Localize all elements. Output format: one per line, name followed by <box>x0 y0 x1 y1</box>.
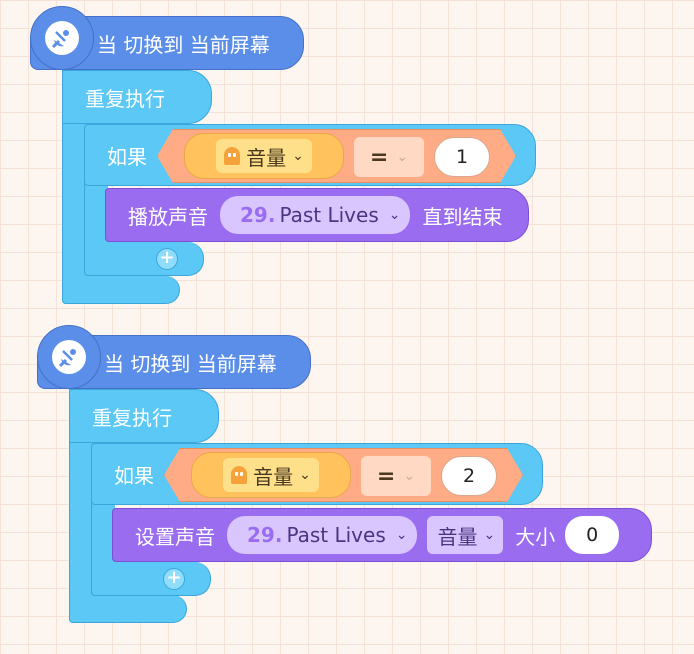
until-done-label: 直到结束 <box>422 204 503 229</box>
ghost-icon <box>231 466 248 484</box>
operator-dropdown[interactable]: = ⌄ <box>354 137 424 177</box>
operator-dropdown[interactable]: = ⌄ <box>361 456 431 496</box>
chevron-down-icon: ⌄ <box>403 468 416 484</box>
hat-icon-badge <box>37 325 101 389</box>
sensor-label: 音量 <box>253 464 294 489</box>
loop-head[interactable]: 重复执行 <box>62 70 212 124</box>
set-value-input[interactable]: 0 <box>565 516 620 554</box>
set-value: 0 <box>586 524 599 546</box>
compare-value: 1 <box>455 146 469 168</box>
volume-sensor-reporter[interactable]: 音量 ⌄ <box>191 452 351 498</box>
hat-icon-badge <box>30 6 94 70</box>
chevron-down-icon: ⌄ <box>396 149 409 165</box>
chevron-down-icon: ⌄ <box>395 527 408 543</box>
sound-number: 29. <box>247 523 283 547</box>
set-sound-label: 设置声音 <box>135 524 215 549</box>
volume-sensor-reporter[interactable]: 音量 ⌄ <box>184 133 344 179</box>
sensor-dropdown[interactable]: 音量 ⌄ <box>216 139 312 173</box>
property-dropdown[interactable]: 音量 ⌄ <box>427 516 504 554</box>
hat-label: 当 切换到 当前屏幕 <box>97 32 270 57</box>
sound-dropdown[interactable]: 29. Past Lives ⌄ <box>220 196 411 234</box>
property-label: 音量 <box>437 524 478 549</box>
set-sound-volume-block[interactable]: 设置声音 29. Past Lives ⌄ 音量 ⌄ 大小 0 <box>112 508 652 562</box>
loop-foot[interactable] <box>69 595 187 623</box>
hat-label: 当 切换到 当前屏幕 <box>104 351 277 376</box>
sensor-dropdown[interactable]: 音量 ⌄ <box>223 458 319 492</box>
loop-head[interactable]: 重复执行 <box>69 389 219 443</box>
sound-dropdown[interactable]: 29. Past Lives ⌄ <box>227 516 418 554</box>
compare-value-input[interactable]: 1 <box>434 137 490 177</box>
satellite-dish-icon <box>52 340 86 374</box>
add-block-button[interactable]: + <box>163 568 185 590</box>
operator-label: = <box>376 463 396 489</box>
chevron-down-icon: ⌄ <box>483 527 496 543</box>
loop-foot[interactable] <box>62 276 180 304</box>
chevron-down-icon: ⌄ <box>388 207 401 223</box>
ghost-icon <box>224 147 241 165</box>
play-sound-block[interactable]: 播放声音 29. Past Lives ⌄ 直到结束 <box>105 188 529 242</box>
sound-number: 29. <box>240 203 276 227</box>
operator-label: = <box>369 144 389 170</box>
sound-name: Past Lives <box>279 203 379 227</box>
if-foot[interactable] <box>84 242 204 276</box>
if-foot[interactable] <box>91 562 211 596</box>
if-label: 如果 <box>114 463 154 488</box>
satellite-dish-icon <box>45 21 79 55</box>
compare-value: 2 <box>462 465 476 487</box>
play-sound-label: 播放声音 <box>128 204 208 229</box>
chevron-down-icon: ⌄ <box>292 148 304 164</box>
loop-label: 重复执行 <box>92 405 172 430</box>
loop-label: 重复执行 <box>85 86 165 111</box>
add-block-button[interactable]: + <box>156 248 178 270</box>
size-label: 大小 <box>515 524 556 549</box>
if-label: 如果 <box>107 144 147 169</box>
compare-value-input[interactable]: 2 <box>441 456 497 496</box>
sound-name: Past Lives <box>286 523 386 547</box>
sensor-label: 音量 <box>246 145 287 170</box>
chevron-down-icon: ⌄ <box>299 467 311 483</box>
